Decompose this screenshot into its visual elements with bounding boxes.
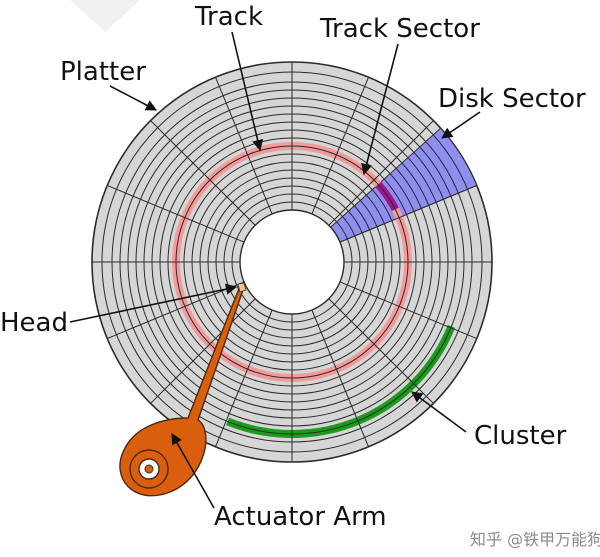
sector-divider [339,185,477,243]
actuator-arm [119,282,247,497]
head-leader [69,283,238,323]
spindle-hole [239,209,345,315]
cluster-leader [411,391,467,433]
label-track: Track [194,2,263,32]
leader-lines [69,31,481,509]
watermark-text: 知乎 @铁甲万能狗 [470,530,600,549]
label-platter: Platter [60,57,146,87]
sector-divider [150,298,256,404]
read-write-head [237,282,247,293]
cluster-arc [226,324,456,438]
track-sector-leader [361,43,399,176]
disk-sector-leader [441,111,481,139]
label-head: Head [0,308,68,338]
sector-divider [150,120,256,226]
label-disk-sector: Disk Sector [438,84,586,114]
sector-divider [311,77,369,215]
actuator-arm-body [119,285,244,497]
label-actuator-arm: Actuator Arm [214,502,387,532]
sector-divider [311,309,369,447]
track-sector-segment [375,181,399,212]
platter-leader [109,85,157,111]
sector-divider-lines [92,62,492,462]
actuator-arm-leader [171,433,215,509]
sector-divider [328,298,434,404]
sector-divider [107,185,245,243]
sector-divider [215,77,273,215]
sector-divider [107,281,245,339]
label-cluster: Cluster [474,421,567,451]
watermark-corner-shape [70,0,140,32]
sector-divider [328,120,434,226]
track-leader [231,31,264,152]
actuator-pivot-hole [144,464,154,474]
sector-divider [339,281,477,339]
sector-divider [215,309,273,447]
label-track-sector: Track Sector [319,14,480,44]
